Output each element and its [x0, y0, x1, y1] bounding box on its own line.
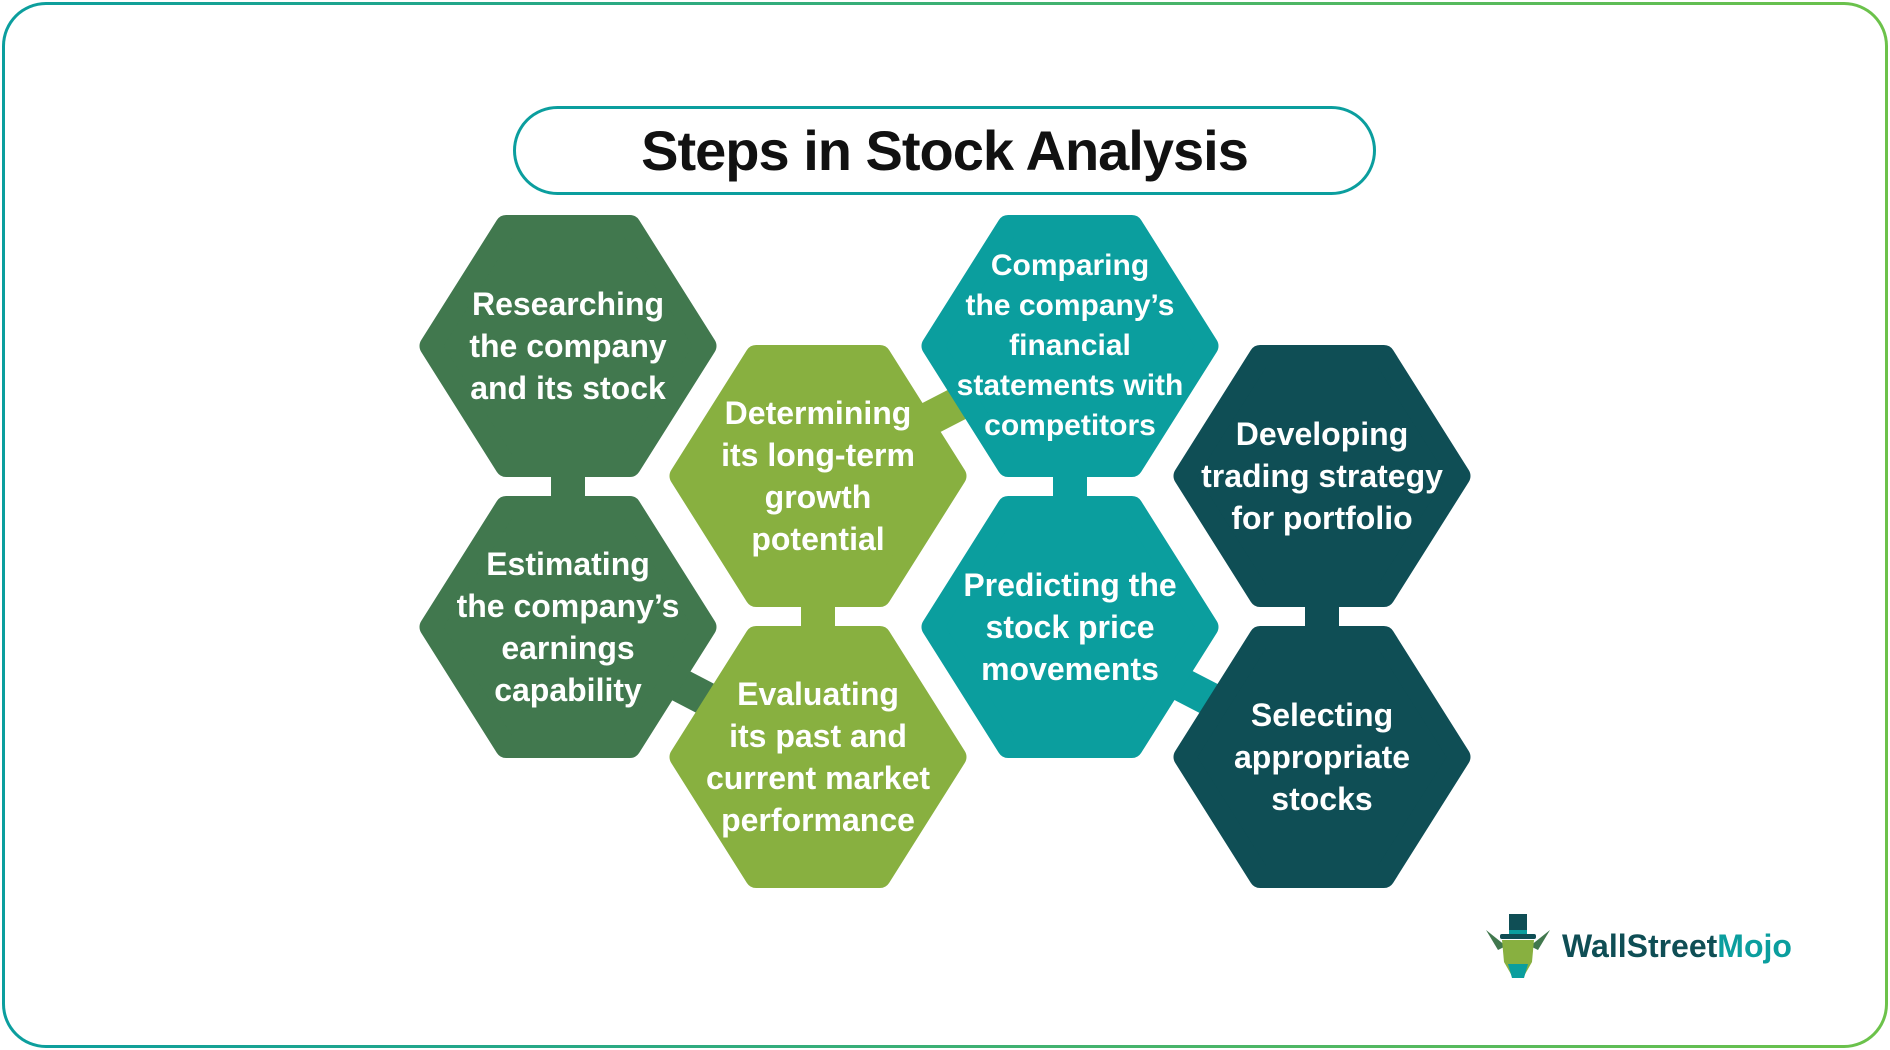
- step-hexagon: [1173, 626, 1471, 888]
- step-hexagon: [921, 496, 1219, 758]
- step-hexagon: [669, 626, 967, 888]
- step-hexagon: [669, 345, 967, 607]
- step-label: Selecting appropriate stocks: [1233, 697, 1411, 817]
- step-label: Predicting the stock price movements: [963, 567, 1177, 687]
- step-hexagon: [419, 215, 717, 477]
- page-title: Steps in Stock Analysis: [641, 119, 1249, 182]
- step-label: Developing trading strategy for portfoli…: [1201, 416, 1443, 536]
- logo: WallStreetMojo: [1482, 910, 1792, 982]
- step-label: Determining its long-term growth potenti…: [721, 395, 915, 557]
- title-box: Steps in Stock Analysis: [513, 106, 1376, 195]
- step-hexagon: [921, 215, 1219, 477]
- step-label: Comparing the company’s financial statem…: [956, 249, 1184, 442]
- step-label: Evaluating its past and current market p…: [705, 676, 931, 838]
- bull-with-top-hat-icon: [1486, 914, 1550, 978]
- logo-text: WallStreetMojo: [1562, 927, 1792, 964]
- step-hexagon: [1173, 345, 1471, 607]
- step-hexagon: [419, 496, 717, 758]
- step-label: Estimating the company’s earnings capabi…: [456, 546, 680, 708]
- step-label: Researching the company and its stock: [469, 286, 667, 406]
